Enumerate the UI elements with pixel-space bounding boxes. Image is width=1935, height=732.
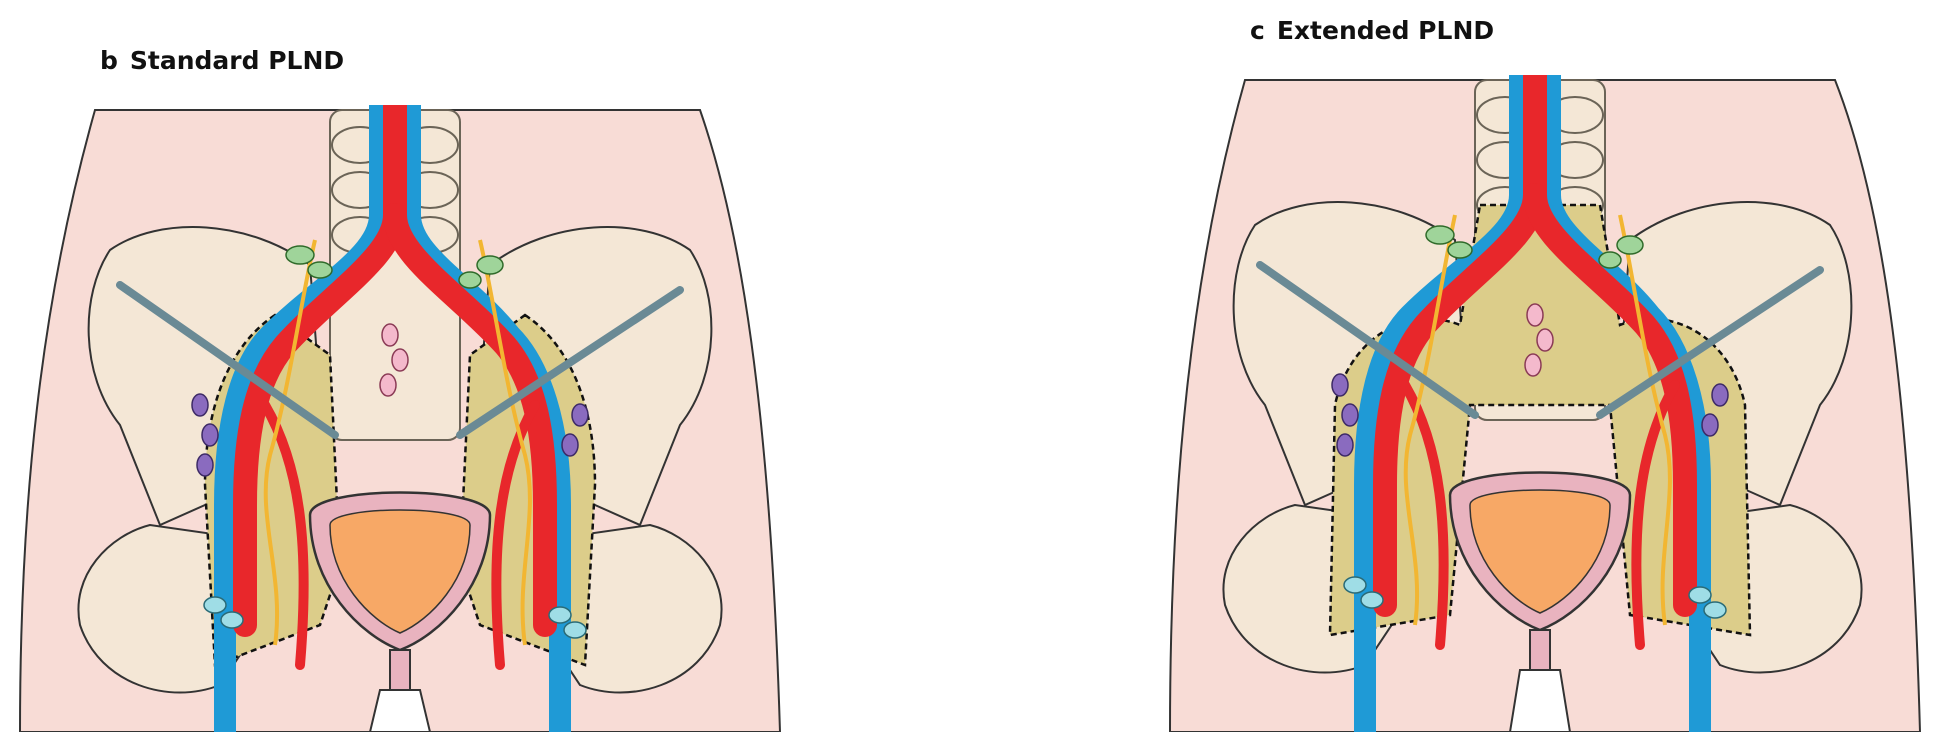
panel-letter: b [100,46,118,75]
panel-standard-plnd: b Standard PLND [0,0,800,732]
pelvic-anatomy-illustration [0,105,800,732]
panel-letter: c [1250,16,1265,45]
panel-title: c Extended PLND [1250,16,1494,45]
panel-title-text: Standard PLND [130,46,344,75]
panel-title: b Standard PLND [100,46,344,75]
panel-title-text: Extended PLND [1277,16,1494,45]
pelvic-anatomy-illustration [1150,75,1935,732]
panel-extended-plnd: c Extended PLND [1150,0,1935,732]
